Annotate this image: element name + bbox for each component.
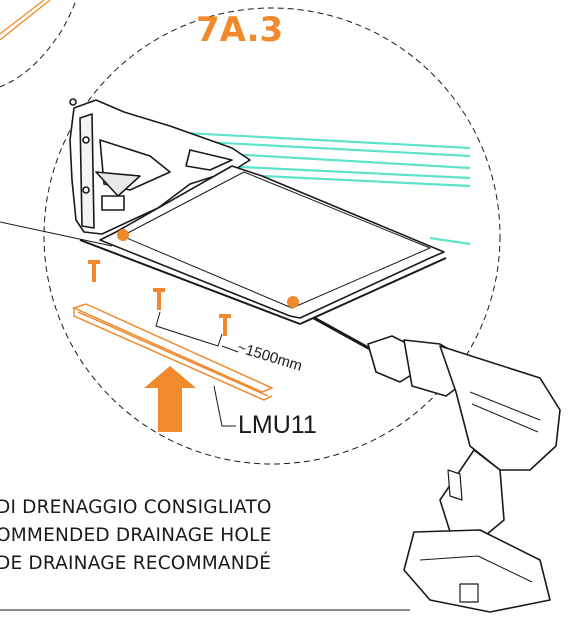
drainage-hole-left (117, 229, 129, 241)
step-label: 7A.3 (196, 10, 284, 50)
up-arrow-icon (144, 366, 196, 432)
drainage-note-fr: DE DRAINAGE RECOMMANDÉ (0, 553, 272, 574)
detail-circle (43, 7, 501, 465)
screw-icon (88, 260, 100, 282)
screw-icon (219, 314, 231, 336)
screw-icon (153, 288, 165, 310)
profile-label: LMU11 (238, 411, 317, 439)
previous-detail-circle (0, 0, 77, 88)
lmu11-leader (213, 385, 236, 427)
dimension-line (155, 311, 239, 353)
lmu11-profile (71, 303, 274, 401)
gutter-tray (79, 165, 447, 325)
leader-line (0, 221, 113, 247)
drainage-hole-right (287, 296, 299, 308)
bracket-profile (69, 98, 251, 235)
drainage-note-en: OMMENDED DRAINAGE HOLE (0, 525, 272, 546)
cordless-drill-icon (313, 316, 561, 613)
drainage-note-it: DI DRENAGGIO CONSIGLIATO (0, 497, 272, 518)
